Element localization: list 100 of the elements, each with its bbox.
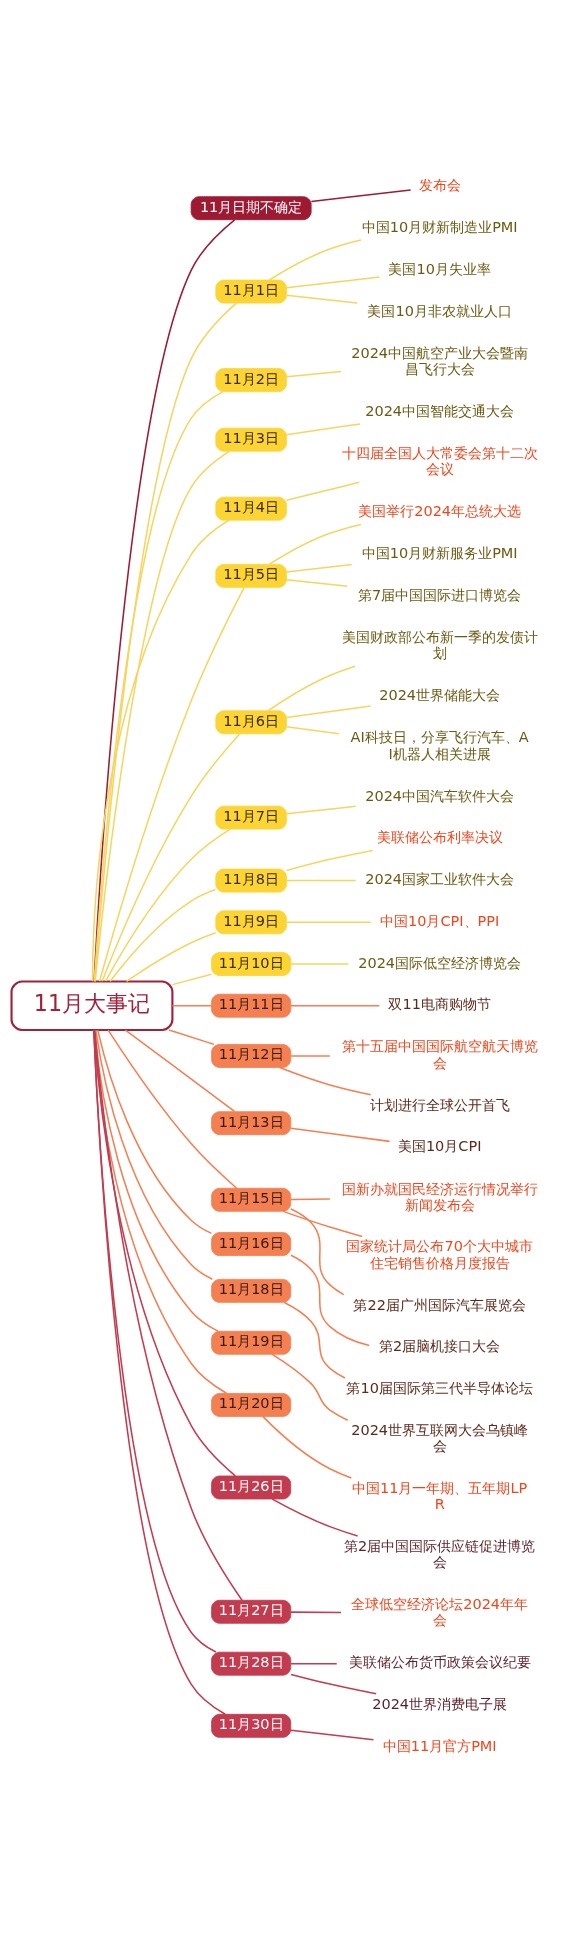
node-box: 11月6日 [215,710,287,735]
connector [109,888,217,983]
node-text: 2024世界消费电子展 [372,1695,508,1712]
connector [290,1662,338,1665]
connector [290,1208,345,1296]
connector [285,481,360,501]
node-text: 第10届国际第三代半导体论坛 [346,1380,533,1397]
connector [93,1029,226,1715]
node-text: 美国举行2024年总统大选 [358,503,522,520]
connector [290,1673,377,1695]
node-box: 11月11日 [211,993,292,1018]
node-box: 11月20日 [211,1393,292,1417]
node-box: 11月15日 [211,1187,292,1212]
connector [285,563,353,573]
connector [268,239,362,281]
connector [101,733,241,982]
connector [104,828,231,982]
connector [285,705,372,719]
node-box: 11月日期不确定 [190,196,312,221]
node-text: 国新办就国民经济运行情况举行新闻发布会 [341,1180,538,1213]
node-text: 2024国家工业软件大会 [365,871,515,888]
connector [285,805,357,815]
connector [168,1029,215,1046]
connector [290,1127,391,1143]
node-text: 中国11月一年期、五年期LPR [352,1480,528,1513]
connector [290,1198,331,1201]
connector [285,849,374,872]
node-text: 美国10月CPI [397,1138,482,1155]
connector [98,586,245,983]
connector [278,1066,372,1096]
node-text: 中国11月官方PMI [382,1737,497,1754]
node-box: 11月5日 [215,563,287,588]
connector [285,879,357,882]
node-box: 11月28日 [211,1651,292,1676]
connector [96,1029,213,1235]
connector [285,921,372,924]
connector [285,276,381,289]
node-text: 第十五届中国国际航空航天博览会 [341,1038,538,1071]
node-box: 11月大事记 [10,980,174,1032]
node-text: 双11电商购物节 [388,996,491,1013]
node-box: 11月10日 [211,952,292,976]
node-text: 第2届中国国际供应链促进博览会 [344,1537,536,1571]
node-box: 11月2日 [215,368,287,393]
node-text: 中国10月CPI、PPI [380,912,500,929]
node-box: 11月16日 [211,1232,292,1256]
connector [271,1498,359,1537]
node-box: 11月19日 [211,1330,292,1355]
connector [268,523,362,565]
connector [285,726,340,735]
node-text: 2024世界互联网大会乌镇峰会 [351,1422,529,1455]
node-text: 2024中国航空产业大会暨南昌飞行大会 [351,344,529,377]
node-text: 第7届中国国际进口博览会 [358,586,522,603]
connector [283,1301,346,1379]
connector [285,578,349,588]
node-box: 11月3日 [215,427,287,452]
connector [91,519,230,983]
node-text: 全球低空经济论坛2024年年会 [351,1595,529,1629]
node-text: 美国财政部公布新一季的发债计划 [341,628,538,662]
connector [290,1004,381,1007]
connector [94,1029,243,1601]
node-box: 11月30日 [211,1713,292,1738]
connector [171,1004,213,1007]
node-box: 11月12日 [211,1044,292,1068]
connector [107,1029,238,1189]
connector [95,1029,214,1281]
node-text: 2024世界储能大会 [379,687,501,704]
node-box: 11月27日 [211,1599,292,1624]
connector [285,423,361,436]
connector [290,1055,331,1057]
connector [282,1210,363,1238]
node-box: 11月18日 [211,1278,292,1303]
node-box: 11月9日 [215,910,287,935]
connector [93,1029,237,1477]
connector [290,963,350,965]
connector [94,450,231,983]
connector [290,1729,375,1741]
node-text: AI科技日，分享飞行汽车、AI机器人相关进展 [350,729,529,762]
connector [267,665,356,712]
node-text: 第2届脑机接口大会 [379,1338,501,1355]
node-text: 美国10月非农就业人口 [367,302,512,319]
connector [124,1029,236,1113]
node-text: 2024国际低空经济博览会 [358,954,522,971]
connector [310,189,412,203]
node-text: 国家统计局公布70个大中城市住宅销售价格月度报告 [346,1238,533,1271]
node-box: 11月13日 [211,1111,292,1136]
connector [271,1353,349,1421]
connector [93,1029,219,1332]
connector [171,973,213,986]
node-text: 第22届广州国际汽车展览会 [353,1296,526,1313]
node-text: 2024中国汽车软件大会 [365,787,515,804]
node-text: 2024中国智能交通大会 [365,402,515,419]
node-text: 美联储公布货币政策会议纪要 [348,1654,531,1671]
node-text: 中国10月财新服务业PMI [361,545,518,562]
node-box: 11月4日 [215,496,287,521]
connector [125,931,217,983]
node-text: 中国10月财新制造业PMI [361,219,518,236]
node-box: 11月7日 [215,805,287,830]
connector [285,370,342,378]
node-text: 计划进行全球公开首飞 [369,1096,510,1113]
connector [290,1611,342,1614]
